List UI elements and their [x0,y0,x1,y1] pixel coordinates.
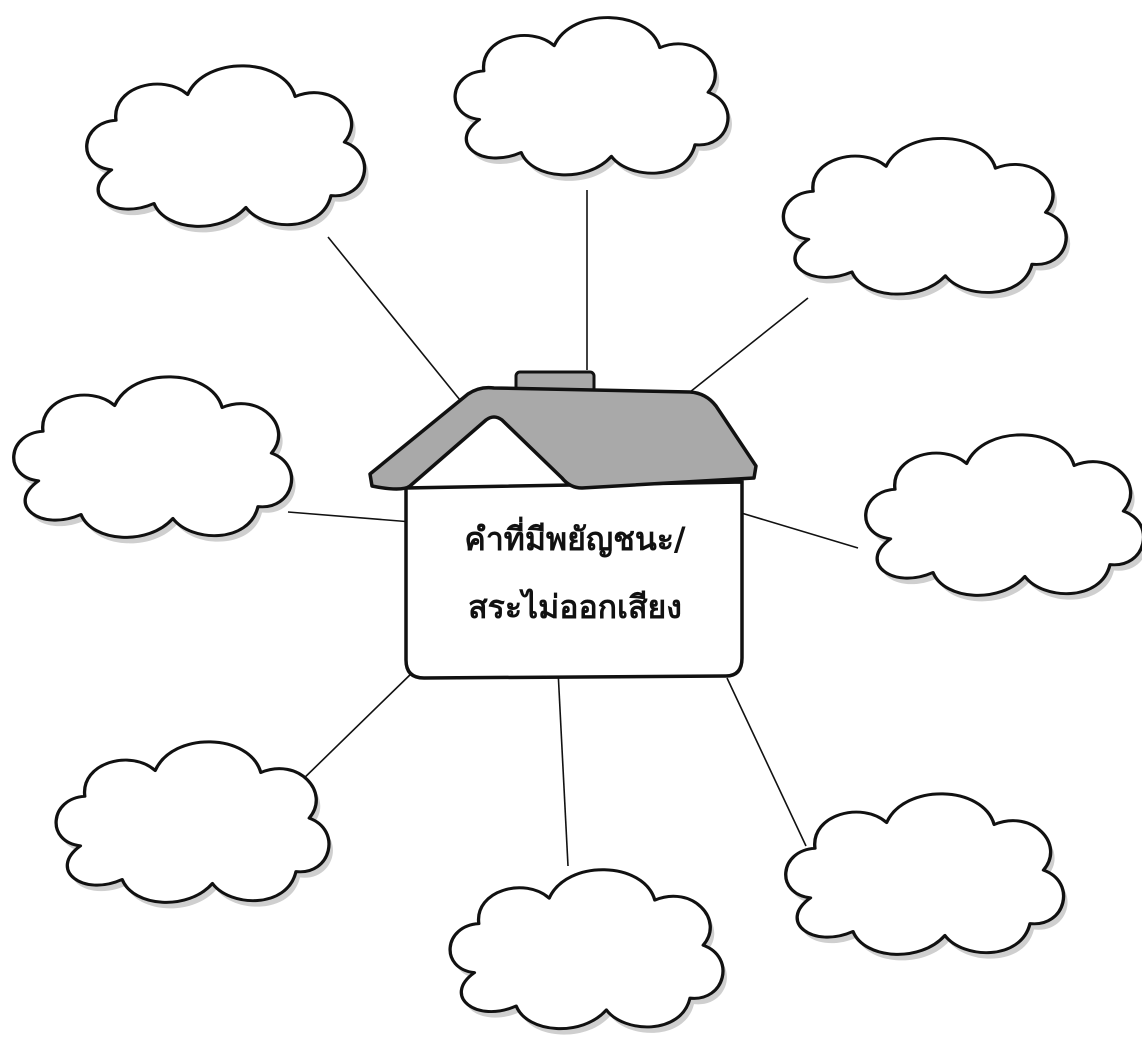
connector-top-right [689,297,809,393]
cloud-top-right[interactable] [781,136,1071,301]
cloud-top[interactable] [453,15,732,181]
connector-bottom [557,669,569,867]
cloud-top-left[interactable] [85,64,369,233]
cloud-bottom-right[interactable] [784,792,1068,961]
house-icon [368,370,758,680]
connector-middle-right [737,511,859,549]
house-body [404,480,744,680]
house-roof [368,385,758,491]
connector-bottom-right [726,677,807,847]
connector-top-left [327,236,461,401]
central-topic-line-2: สระไม่ออกเสียง [468,588,682,626]
central-topic-line-1: คำที่มีพยัญชนะ/ [464,520,686,558]
cloud-bottom[interactable] [448,868,727,1035]
cloud-middle-right[interactable] [864,433,1142,602]
central-topic-label: คำที่มีพยัญชนะ/ สระไม่ออกเสียง [412,505,738,641]
cloud-middle-left[interactable] [12,375,296,544]
connector-middle-left [287,511,413,523]
cloud-bottom-left[interactable] [54,740,333,909]
connector-bottom-left [296,669,416,786]
